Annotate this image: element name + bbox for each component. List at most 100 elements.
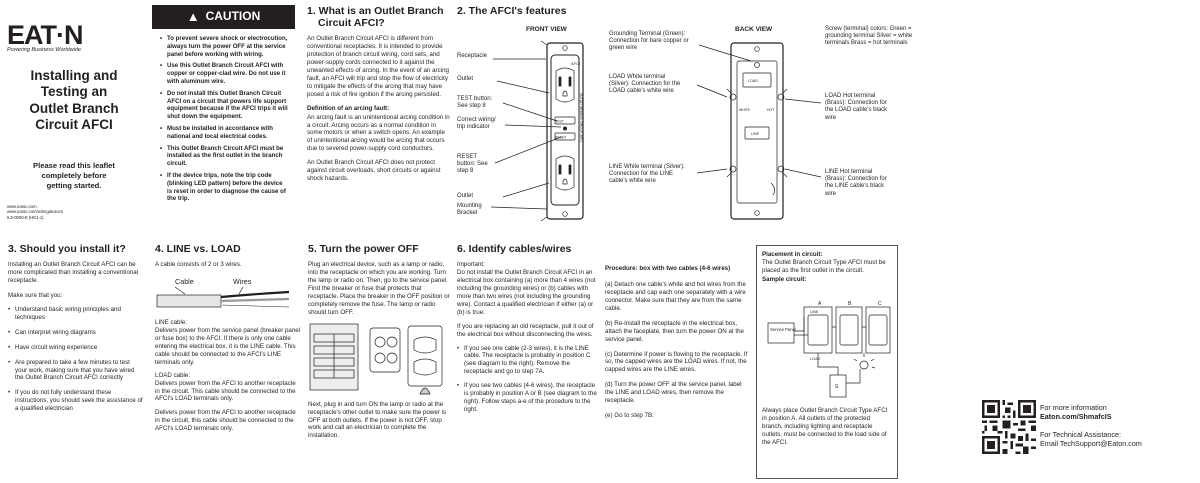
tech-support-email[interactable]: Email TechSupport@Eaton.com <box>1040 439 1142 448</box>
identify-panel: 6. Identify cables/wires Important: Do n… <box>457 243 597 479</box>
back-line-text: LINE <box>751 132 760 136</box>
switch-label: S <box>835 384 839 390</box>
features-title: 2. The AFCI's features <box>457 5 567 17</box>
procedure-step-a: (a) Detach one cable's white and hot wir… <box>605 280 746 312</box>
leader-line-white <box>696 168 728 174</box>
what-is-title: 1. What is an Outlet Branch Circuit AFCI… <box>307 5 444 30</box>
label-outlet-bottom: Outlet <box>457 193 474 199</box>
position-b-label: B <box>848 301 852 307</box>
definition-title: Definition of an arcing fault: <box>307 104 390 112</box>
caution-item: To prevent severe shock or electrocution… <box>160 35 289 58</box>
leader-load-hot <box>784 98 822 104</box>
list-item: If you do not fully understand these ins… <box>8 389 143 413</box>
switch-box <box>829 374 847 398</box>
label-reset-button: RESET button: See step 8 <box>457 154 488 175</box>
list-item: Have circuit wiring experience <box>8 344 143 352</box>
leader-load-white <box>696 84 728 98</box>
position-a-label: A <box>818 301 822 307</box>
procedure-step-c: (c) Determine if power is flowing to the… <box>605 350 748 374</box>
line-cable-title: LINE cable: <box>155 319 187 326</box>
what-is-paragraph: An Outlet Branch Circuit AFCI is differe… <box>307 35 449 98</box>
service-panel-illustration <box>309 323 443 394</box>
should-install-list: Understand basic wiring principles and t… <box>8 306 143 413</box>
tech-assistance-label: For Technical Assistance: <box>1040 430 1121 439</box>
features-panel: 2. The AFCI's features FRONT VIEW BACK V… <box>457 5 917 230</box>
should-install-intro: Installing an Outlet Branch Circuit AFCI… <box>8 261 139 284</box>
wires-label: Wires <box>233 277 252 286</box>
line-cable-text: Delivers power from the service panel (b… <box>155 326 301 366</box>
eaton-logo: EAT·N <box>7 20 83 50</box>
back-housing <box>730 42 784 220</box>
leader-outlet-bottom <box>502 182 550 198</box>
front-view-heading: FRONT VIEW <box>526 26 567 33</box>
test-button <box>554 116 576 125</box>
label-line-white: LINE White terminal (Silver): Connection… <box>609 164 685 185</box>
caution-item: Do not install this Outlet Branch Circui… <box>160 90 289 121</box>
sample-circuit-label: Sample circuit: <box>762 275 807 283</box>
line-load-title: 4. LINE vs. LOAD <box>155 243 241 255</box>
cover-panel: EAT·N Powering Business Worldwide Instal… <box>0 0 148 230</box>
label-test-button: TEST button: See step 8 <box>457 96 493 110</box>
back-view-heading: BACK VIEW <box>735 26 773 33</box>
line-load-intro: A cable consists of 2 or 3 wires. <box>155 261 242 269</box>
identify-replace: If you are replacing an old receptacle, … <box>457 322 594 338</box>
procedure-step-d: (d) Turn the power OFF at the service pa… <box>605 381 742 405</box>
position-c-label: C <box>878 301 882 307</box>
power-off-check: Next, plug in and turn ON the lamp or ra… <box>308 400 447 440</box>
power-off-panel: 5. Turn the power OFF Plug an electrical… <box>308 243 451 479</box>
leader-test <box>502 102 558 122</box>
list-item: If you see two cables (4-6 wires), the r… <box>457 382 597 414</box>
protection-note: An Outlet Branch Circuit AFCI does not p… <box>307 159 441 183</box>
identify-title: 6. Identify cables/wires <box>457 243 572 255</box>
make-sure-label: Make sure that you: <box>8 291 63 299</box>
line-text: LINE <box>810 310 819 314</box>
what-is-panel: 1. What is an Outlet Branch Circuit AFCI… <box>307 5 450 230</box>
tagline: Powering Business Worldwide <box>7 47 81 53</box>
label-ground-terminal: Grounding Terminal (Green): Connection f… <box>609 31 689 52</box>
should-install-title: 3. Should you install it? <box>8 243 126 255</box>
more-info-label: For more information <box>1040 403 1107 412</box>
placement-text: The Outlet Branch Circuit Type AFCI must… <box>762 258 886 274</box>
label-load-white: LOAD White terminal (Silver): Connection… <box>609 74 681 95</box>
label-receptacle: Receptacle <box>457 53 488 59</box>
load-cable-text-2: Delivers power from the AFCI to another … <box>155 409 296 433</box>
placement-box: Placement in circuit: The Outlet Branch … <box>756 245 898 479</box>
outlet-bottom-shape <box>555 155 575 191</box>
sample-circuit-diagram: Service Panel A B C LINE LOAD S <box>767 301 891 398</box>
caution-header: ▲ CAUTION <box>152 5 295 29</box>
cover-footer: www.eaton.com www.eaton.com/wiringdevice… <box>7 204 63 220</box>
placement-title: Placement in circuit: <box>762 251 823 258</box>
position-b-box <box>835 306 863 354</box>
caution-item: Use this Outlet Branch Circuit AFCI with… <box>160 62 289 85</box>
reset-button <box>554 132 576 141</box>
receptacle-face <box>550 54 580 206</box>
leader-line-hot <box>784 168 822 178</box>
cable-illustration <box>156 286 290 309</box>
label-outlet-top: Outlet <box>457 76 474 82</box>
load-cable-text: Delivers power from the AFCI to another … <box>155 379 296 403</box>
back-hot-text: HOT <box>767 108 774 112</box>
caution-item: Must be installed in accordance with nat… <box>160 125 289 141</box>
more-info-url[interactable]: Eaton.com/ShmafcIS <box>1040 412 1112 421</box>
device-afci-text: AFCI <box>571 61 580 66</box>
mounting-bracket-outline <box>546 42 584 220</box>
load-cable-title: LOAD cable: <box>155 371 191 379</box>
front-view-diagram: AFCI TEST RESET OUTLET BRANCH CIRCUIT AF… <box>491 40 584 222</box>
back-white-text: WHITE <box>739 108 751 112</box>
contact-panel: For more information Eaton.com/ShmafcIS … <box>978 400 1198 460</box>
service-panel-text: Service Panel <box>770 327 796 332</box>
read-note: Please read this leaflet completely befo… <box>33 161 115 190</box>
power-off-title: 5. Turn the power OFF <box>308 243 419 255</box>
cable-label: Cable <box>175 277 194 286</box>
should-install-panel: 3. Should you install it? Installing an … <box>8 243 143 479</box>
load-text: LOAD <box>810 357 821 361</box>
list-item: If you see one cable (2-3 wires), it is … <box>457 345 597 377</box>
cover-title: Installing and Testing an Outlet Branch … <box>29 68 119 133</box>
back-view-diagram: LOAD WHITE HOT LINE <box>696 42 822 220</box>
important-label: Important: <box>457 261 485 269</box>
light-fixture <box>859 360 869 370</box>
list-item: Are prepared to take a few minutes to te… <box>8 359 143 383</box>
line-load-panel: 4. LINE vs. LOAD A cable consists of 2 o… <box>155 243 301 479</box>
caution-panel: ▲ CAUTION To prevent severe shock or ele… <box>152 5 295 227</box>
back-load-text: LOAD <box>748 79 758 83</box>
